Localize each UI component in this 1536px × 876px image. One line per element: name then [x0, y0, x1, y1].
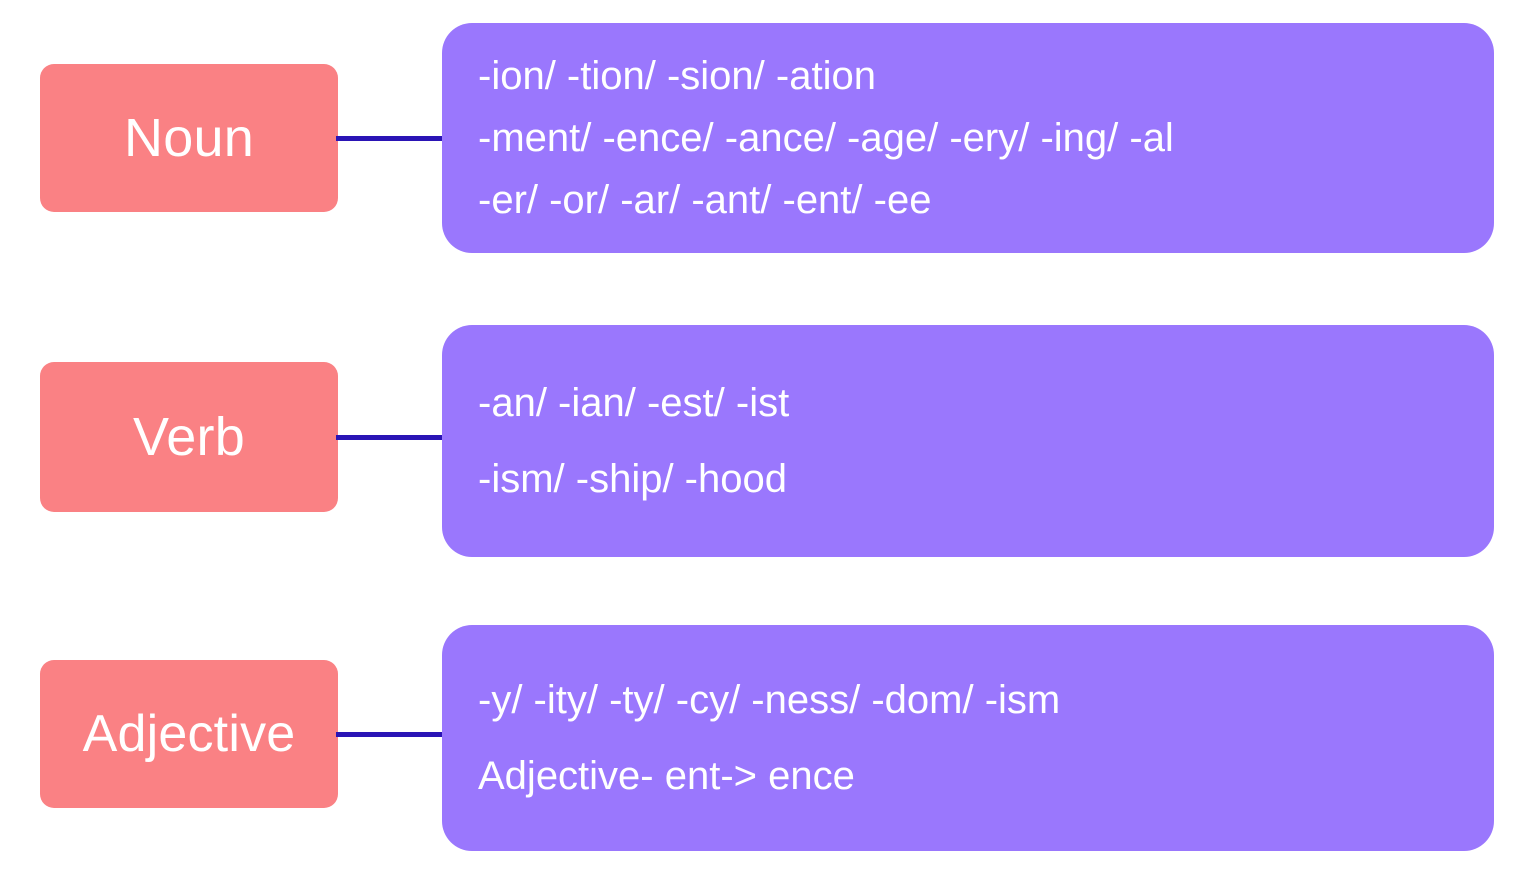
content-line: -er/ -or/ -ar/ -ant/ -ent/ -ee	[478, 178, 932, 222]
diagram-row-verb: Verb -an/ -ian/ -est/ -ist -ism/ -ship/ …	[0, 300, 1536, 610]
diagram-row-adjective: Adjective -y/ -ity/ -ty/ -cy/ -ness/ -do…	[0, 610, 1536, 876]
label-box-verb[interactable]: Verb	[40, 362, 338, 512]
connector-line-noun	[336, 136, 444, 141]
label-box-noun[interactable]: Noun	[40, 64, 338, 212]
content-line: -ment/ -ence/ -ance/ -age/ -ery/ -ing/ -…	[478, 116, 1174, 160]
label-text-verb: Verb	[133, 407, 245, 467]
connector-line-adjective	[336, 732, 444, 737]
content-line: -ism/ -ship/ -hood	[478, 457, 787, 501]
content-box-noun[interactable]: -ion/ -tion/ -sion/ -ation -ment/ -ence/…	[442, 23, 1494, 253]
content-line: -an/ -ian/ -est/ -ist	[478, 381, 790, 425]
diagram-row-noun: Noun -ion/ -tion/ -sion/ -ation -ment/ -…	[0, 0, 1536, 300]
content-line: -ion/ -tion/ -sion/ -ation	[478, 54, 876, 98]
label-text-noun: Noun	[124, 108, 254, 168]
label-text-adjective: Adjective	[82, 705, 296, 763]
content-line: -y/ -ity/ -ty/ -cy/ -ness/ -dom/ -ism	[478, 678, 1061, 722]
content-box-adjective[interactable]: -y/ -ity/ -ty/ -cy/ -ness/ -dom/ -ism Ad…	[442, 625, 1494, 851]
label-box-adjective[interactable]: Adjective	[40, 660, 338, 808]
connector-line-verb	[336, 435, 444, 440]
content-line: Adjective- ent-> ence	[478, 754, 855, 798]
content-box-verb[interactable]: -an/ -ian/ -est/ -ist -ism/ -ship/ -hood	[442, 325, 1494, 557]
